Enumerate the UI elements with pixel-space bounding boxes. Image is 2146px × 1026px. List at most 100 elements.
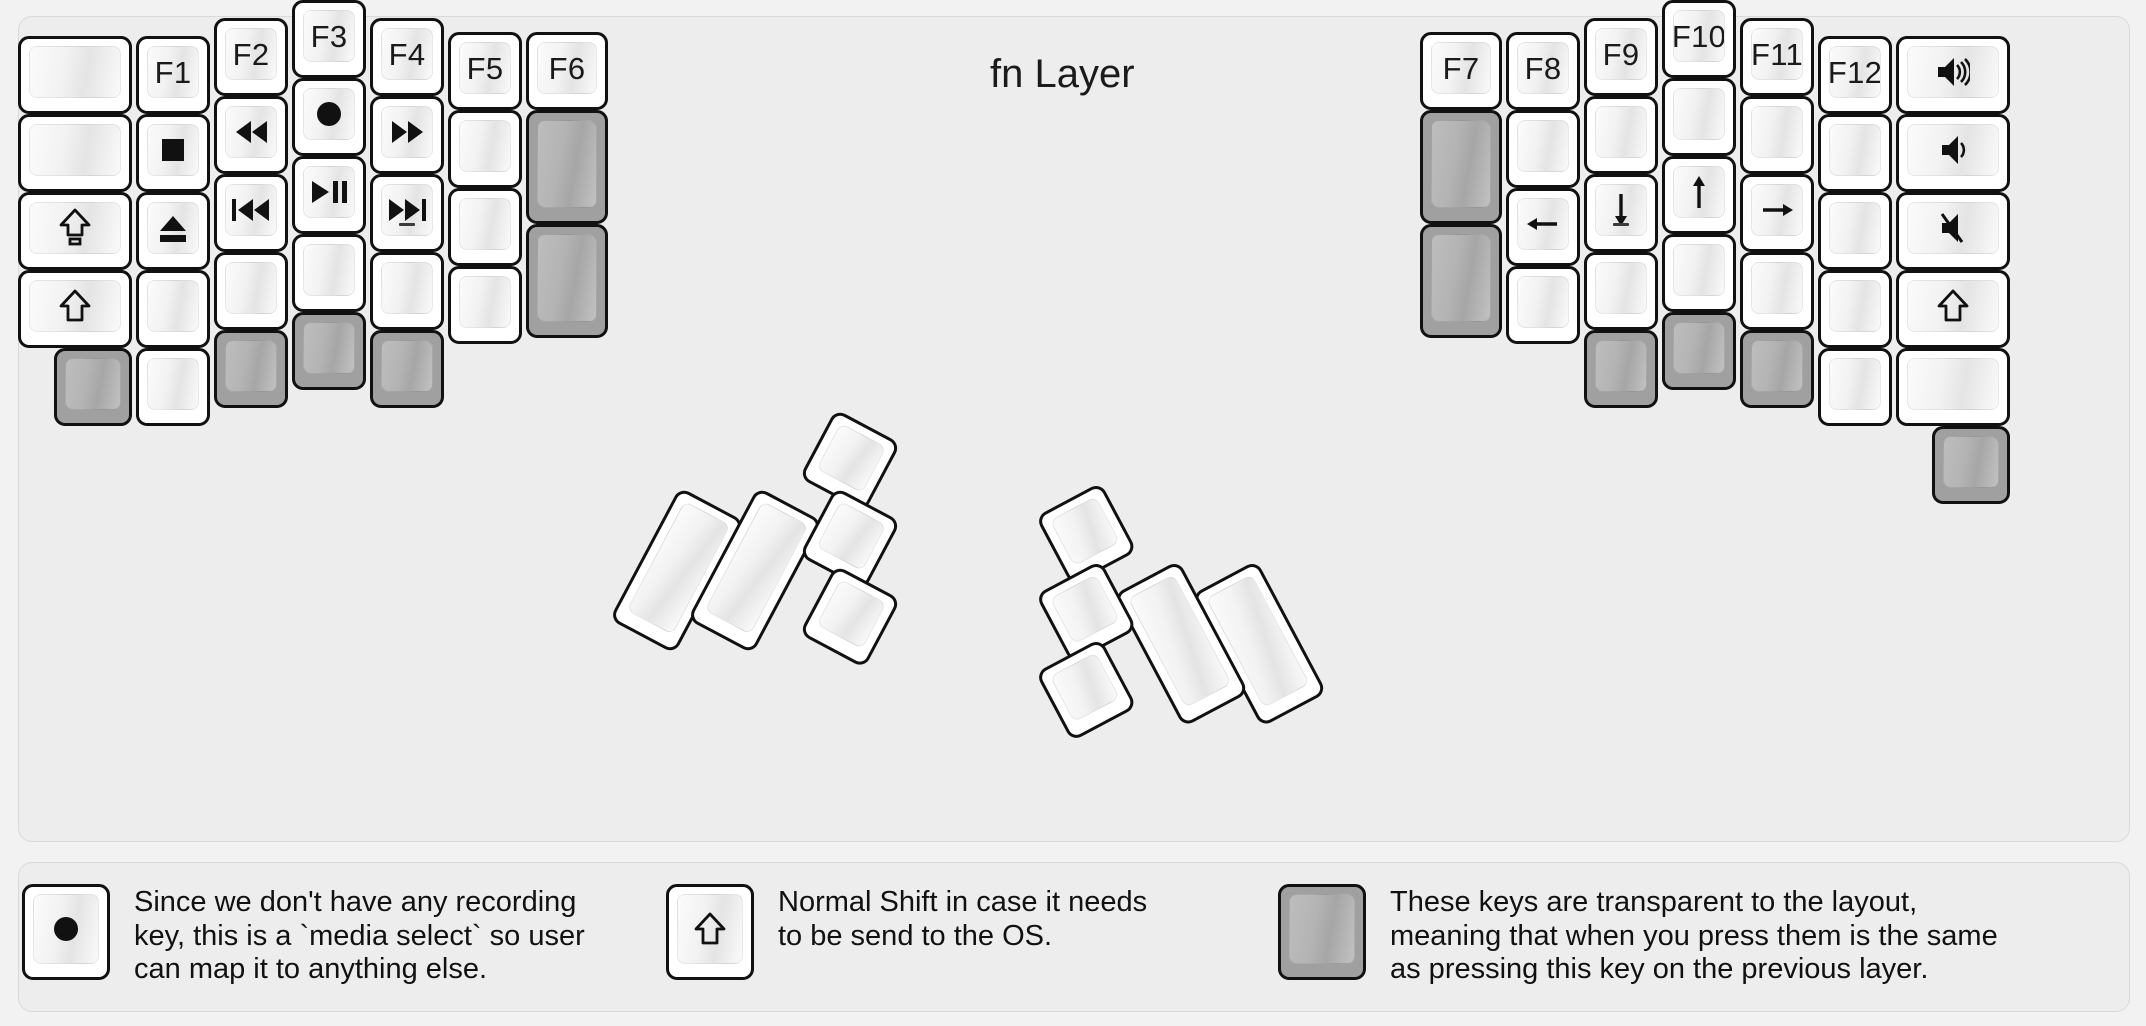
key-left-ring-1[interactable]: F2 (214, 18, 288, 96)
key-left-middle-3[interactable] (292, 156, 366, 234)
keycap-surface (1517, 120, 1569, 172)
key-right-ring-5[interactable] (1740, 330, 1814, 408)
legend-sample-key-2[interactable] (666, 884, 754, 980)
keycap-surface (1049, 652, 1121, 723)
legend-frame (18, 862, 2130, 1012)
key-left-outer-pinky-2[interactable] (18, 114, 132, 192)
key-left-index-4[interactable] (370, 252, 444, 330)
key-left-index-1[interactable]: F4 (370, 18, 444, 96)
legend-sample-key-3[interactable] (1278, 884, 1366, 980)
keycap-surface: F9 (1595, 28, 1647, 80)
keycap-surface (1673, 322, 1725, 374)
key-left-index-2[interactable] (370, 96, 444, 174)
key-right-index-2[interactable] (1584, 96, 1658, 174)
key-left-outer-pinky-1[interactable] (18, 36, 132, 114)
keycap-surface: F4 (381, 28, 433, 80)
key-right-index-3[interactable] (1584, 174, 1658, 252)
keycap-surface (29, 124, 121, 176)
keycap-surface (147, 202, 199, 254)
key-left-inner-2[interactable] (526, 110, 608, 224)
key-right-inner-index-3[interactable] (1506, 188, 1580, 266)
key-left-pinky-3[interactable] (136, 192, 210, 270)
key-right-outer-pinky-6[interactable] (1932, 426, 2010, 504)
keycap-surface (1049, 574, 1121, 645)
key-left-ring-4[interactable] (214, 252, 288, 330)
key-left-inner-3[interactable] (526, 224, 608, 338)
key-right-outer-pinky-1[interactable] (1896, 36, 2010, 114)
legend-sample-key-1[interactable] (22, 884, 110, 980)
key-left-middle-1[interactable]: F3 (292, 0, 366, 78)
key-right-inner-index-2[interactable] (1506, 110, 1580, 188)
key-right-outer-pinky-4[interactable] (1896, 270, 2010, 348)
keycap-surface (816, 422, 887, 494)
key-right-ring-3[interactable] (1740, 174, 1814, 252)
keycap-surface (1049, 496, 1121, 567)
key-left-inner-index-3[interactable] (448, 188, 522, 266)
key-right-index-1[interactable]: F9 (1584, 18, 1658, 96)
key-left-inner-index-2[interactable] (448, 110, 522, 188)
key-right-ring-1[interactable]: F11 (1740, 18, 1814, 96)
key-left-ring-5[interactable] (214, 330, 288, 408)
key-left-ring-3[interactable] (214, 174, 288, 252)
key-right-inner-index-1[interactable]: F8 (1506, 32, 1580, 110)
key-left-pinky-5[interactable] (136, 348, 210, 426)
keycap-surface (1751, 106, 1803, 158)
key-right-pinky-4[interactable] (1818, 270, 1892, 348)
legend-line: can map it to anything else. (134, 953, 488, 986)
key-right-middle-4[interactable] (1662, 234, 1736, 312)
keycap-surface (225, 262, 277, 314)
key-left-middle-5[interactable] (292, 312, 366, 390)
key-right-inner-1[interactable]: F7 (1420, 32, 1502, 110)
media-fast-forward-icon (390, 118, 425, 146)
key-right-inner-3[interactable] (1420, 224, 1502, 338)
volume-up-icon (1936, 56, 1970, 88)
key-right-middle-1[interactable]: F10 (1662, 0, 1736, 78)
key-right-pinky-2[interactable] (1818, 114, 1892, 192)
key-left-ring-2[interactable] (214, 96, 288, 174)
legend-line: key, this is a `media select` so user (134, 919, 585, 952)
key-right-middle-2[interactable] (1662, 78, 1736, 156)
key-left-middle-4[interactable] (292, 234, 366, 312)
key-left-inner-index-1[interactable]: F5 (448, 32, 522, 110)
key-right-index-4[interactable] (1584, 252, 1658, 330)
volume-mute-icon (1940, 212, 1966, 244)
key-left-index-3[interactable] (370, 174, 444, 252)
keycap-surface (33, 894, 99, 964)
key-right-inner-2[interactable] (1420, 110, 1502, 224)
key-right-ring-4[interactable] (1740, 252, 1814, 330)
key-left-middle-2[interactable] (292, 78, 366, 156)
key-right-middle-3[interactable] (1662, 156, 1736, 234)
key-left-outer-pinky-5[interactable] (54, 348, 132, 426)
key-left-outer-pinky-3[interactable] (18, 192, 132, 270)
key-right-pinky-1[interactable]: F12 (1818, 36, 1892, 114)
key-right-outer-pinky-2[interactable] (1896, 114, 2010, 192)
key-right-outer-pinky-5[interactable] (1896, 348, 2010, 426)
keycap-surface (1517, 276, 1569, 328)
key-right-ring-2[interactable] (1740, 96, 1814, 174)
keycap-surface (1907, 358, 1999, 410)
keycap-surface (225, 340, 277, 392)
key-left-outer-pinky-4[interactable] (18, 270, 132, 348)
legend-description-3: These keys are transparent to the layout… (1390, 884, 1998, 987)
key-label: F8 (1524, 50, 1562, 86)
key-left-pinky-2[interactable] (136, 114, 210, 192)
keycap-surface (303, 322, 355, 374)
keycap-surface (1595, 262, 1647, 314)
keycap-surface (147, 358, 199, 410)
key-right-outer-pinky-3[interactable] (1896, 192, 2010, 270)
key-right-middle-5[interactable] (1662, 312, 1736, 390)
key-left-inner-1[interactable]: F6 (526, 32, 608, 110)
key-left-index-5[interactable] (370, 330, 444, 408)
key-left-pinky-4[interactable] (136, 270, 210, 348)
key-left-inner-index-4[interactable] (448, 266, 522, 344)
arrow-down-icon (1606, 192, 1636, 228)
key-right-pinky-5[interactable] (1818, 348, 1892, 426)
key-left-pinky-1[interactable]: F1 (136, 36, 210, 114)
keycap-surface: F5 (459, 42, 511, 94)
keycap-surface (147, 124, 199, 176)
key-right-inner-index-4[interactable] (1506, 266, 1580, 344)
key-right-pinky-3[interactable] (1818, 192, 1892, 270)
key-right-index-5[interactable] (1584, 330, 1658, 408)
media-record-icon (313, 98, 345, 130)
